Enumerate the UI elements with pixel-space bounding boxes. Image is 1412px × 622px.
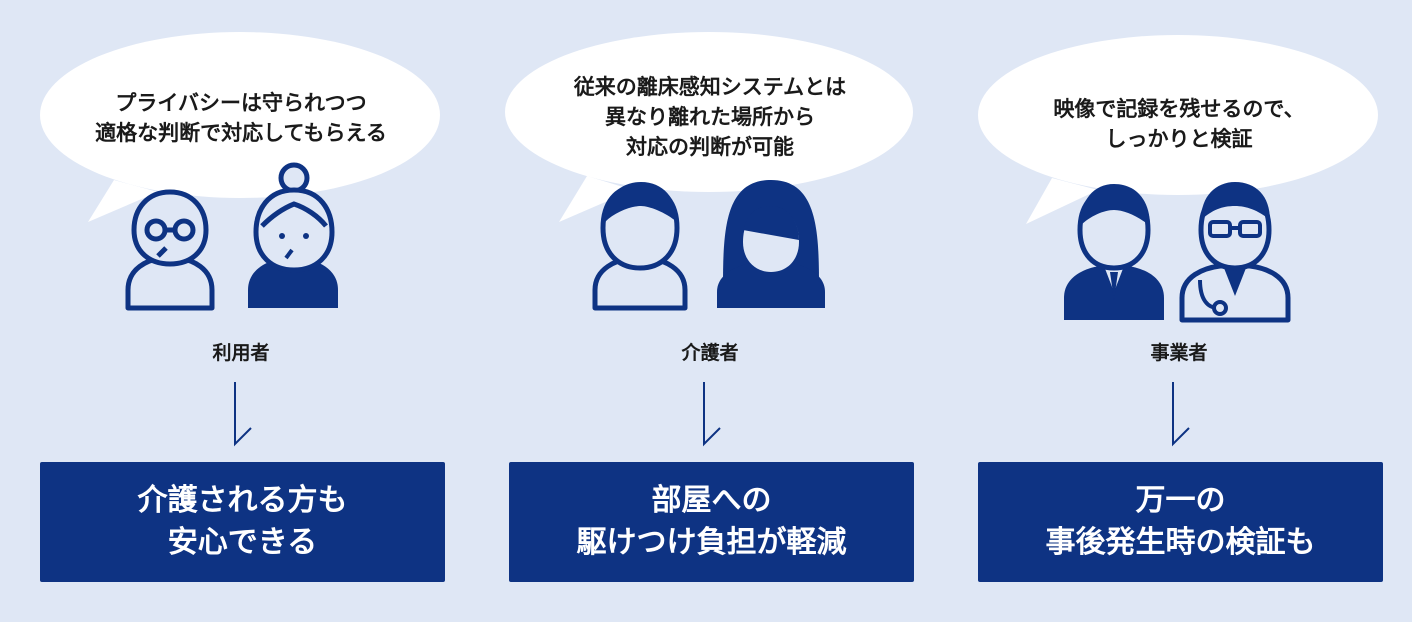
- bubble-line: 映像で記録を残せるので、: [1053, 97, 1305, 121]
- down-arrow-icon: [1172, 382, 1190, 447]
- people-illustration: [125, 162, 338, 311]
- result-line: 駆けつけ負担が軽減: [576, 525, 847, 560]
- male-caregiver-icon: [592, 182, 688, 311]
- speech-bubble: [40, 32, 440, 222]
- bubble-line: 対応の判断が可能: [626, 135, 794, 159]
- elderly-man-icon: [125, 189, 215, 311]
- result-box: 介護される方も 安心できる: [40, 462, 445, 582]
- bubble-line: しっかりと検証: [1105, 127, 1253, 151]
- result-line: 事後発生時の検証も: [1045, 525, 1316, 560]
- role-label: 事業者: [1150, 342, 1208, 364]
- down-arrow-icon: [703, 382, 721, 447]
- bubble-line: プライバシーは守られつつ: [115, 91, 367, 115]
- people-illustration: [592, 180, 825, 311]
- result-box: 万一の 事後発生時の検証も: [978, 462, 1383, 582]
- bubble-line: 適格な判断で対応してもらえる: [95, 121, 387, 145]
- bubble-line: 従来の離床感知システムとは: [573, 75, 847, 99]
- down-arrow-icon: [234, 382, 252, 447]
- column-user: プライバシーは守られつつ 適格な判断で対応してもらえる 利用者 介護される方も: [26, 0, 456, 622]
- result-line: 安心できる: [167, 525, 318, 560]
- column-operator: 映像で記録を残せるので、 しっかりと検証 事業者 万一の 事後: [964, 0, 1394, 622]
- businessman-icon: [1064, 184, 1164, 320]
- bubble-text: プライバシーは守られつつ 適格な判断で対応してもらえる: [36, 88, 446, 148]
- bubble-line: 異なり離れた場所から: [605, 105, 815, 129]
- role-label: 介護者: [681, 342, 739, 364]
- speech-bubble: [978, 35, 1378, 224]
- people-illustration: [1064, 182, 1291, 323]
- female-caregiver-icon: [717, 180, 825, 308]
- doctor-icon: [1179, 182, 1291, 323]
- result-line: 万一の: [1135, 483, 1226, 518]
- bubble-text: 従来の離床感知システムとは 異なり離れた場所から 対応の判断が可能: [505, 72, 915, 162]
- result-line: 介護される方も: [137, 483, 348, 518]
- bubble-text: 映像で記録を残せるので、 しっかりと検証: [974, 94, 1384, 154]
- result-line: 部屋への: [651, 483, 772, 518]
- role-label: 利用者: [212, 342, 270, 364]
- speech-bubble: [505, 32, 913, 222]
- elderly-woman-icon: [248, 162, 338, 308]
- column-caregiver: 従来の離床感知システムとは 異なり離れた場所から 対応の判断が可能 介護者 部屋…: [495, 0, 925, 622]
- result-box: 部屋への 駆けつけ負担が軽減: [509, 462, 914, 582]
